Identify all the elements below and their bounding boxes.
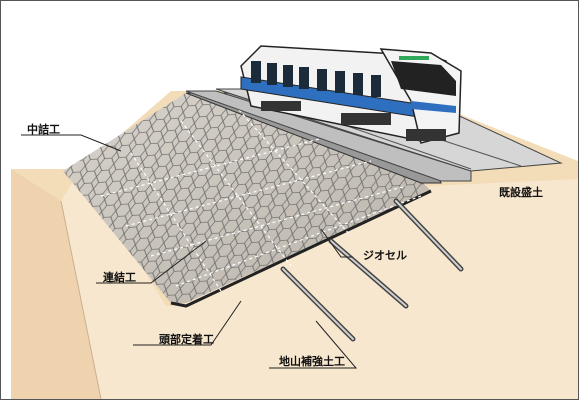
leader-lines <box>21 134 358 369</box>
soil-front-edge <box>60 200 102 399</box>
ground-reinforcement-label: 地山補強土工 <box>279 355 345 368</box>
geocell-label: ジオセル <box>363 249 407 262</box>
soil-nail-bar-icon <box>280 198 464 342</box>
head-anchor-label: 頭部定着工 <box>159 333 214 346</box>
train-icon <box>240 45 462 144</box>
slope-base-edge <box>170 189 432 308</box>
soil-front-face <box>61 169 578 399</box>
connection-label: 連結工 <box>103 271 136 284</box>
nakazume-label: 中詰工 <box>27 123 60 136</box>
soil-left-side <box>11 169 101 399</box>
existing-embankment-label: 既設盛土 <box>499 186 543 199</box>
